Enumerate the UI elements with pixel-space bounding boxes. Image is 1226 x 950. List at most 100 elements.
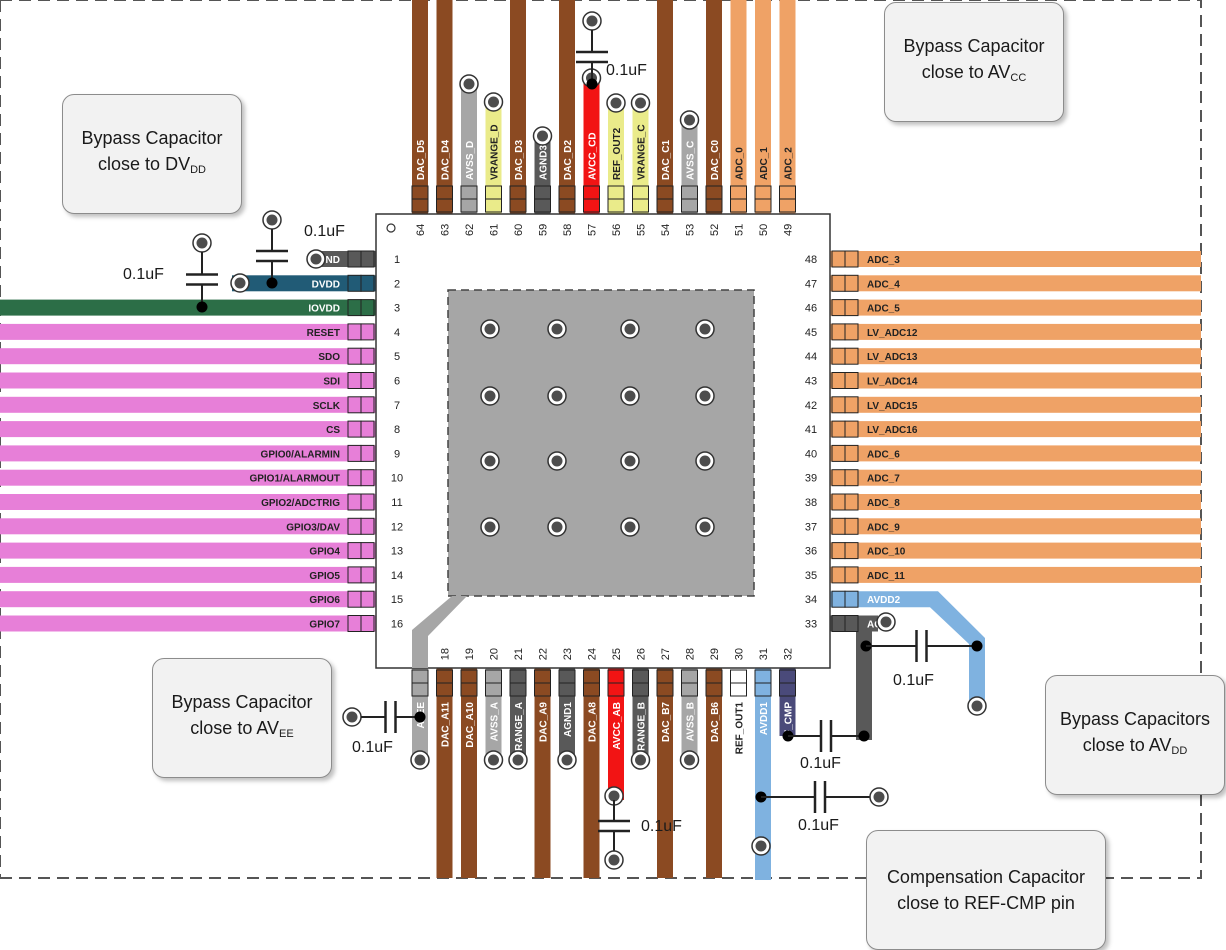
trace-pin-34 — [830, 591, 985, 706]
trace-pin-41 — [830, 421, 1201, 438]
pin-number-3: 3 — [394, 303, 400, 315]
signal-label-pin-22: DAC_A9 — [539, 702, 550, 742]
signal-label-pin-16: GPIO7 — [309, 620, 340, 631]
pad-pin-2-b — [360, 274, 375, 292]
pad-pin-46-b — [844, 299, 859, 317]
pin-number-48: 48 — [805, 254, 817, 266]
pin-number-37: 37 — [805, 521, 817, 533]
trace-pin-32 — [779, 668, 796, 736]
pin-number-6: 6 — [394, 376, 400, 388]
via-hole — [880, 616, 892, 628]
signal-label-pin-53: AVSS_C — [686, 141, 697, 180]
pin-number-28: 28 — [685, 648, 697, 660]
trace-pin-62 — [461, 84, 477, 214]
signal-label-pin-39: ADC_7 — [867, 474, 900, 485]
pin-number-27: 27 — [660, 648, 672, 660]
pin-number-26: 26 — [636, 648, 648, 660]
pin-number-24: 24 — [587, 648, 599, 660]
signal-label-pin-32: REF_CMP — [784, 702, 795, 750]
pad-pin-42-b — [844, 396, 859, 414]
trace-pin-49 — [779, 0, 796, 214]
capacitor-avdd2-value: 0.1uF — [893, 672, 934, 689]
pin-number-42: 42 — [805, 400, 817, 412]
trace-pin-7 — [0, 396, 376, 413]
via-hole — [551, 455, 563, 467]
trace-pin-28 — [681, 668, 698, 760]
trace-pin-22 — [534, 668, 551, 878]
trace-pin-50 — [755, 0, 771, 214]
pad-pin-30 — [730, 669, 747, 684]
via-hole — [484, 455, 496, 467]
junction-dot — [196, 301, 208, 313]
pin-number-14: 14 — [391, 570, 403, 582]
signal-label-pin-6: SDI — [323, 377, 340, 388]
pad-pin-17-b — [411, 682, 429, 697]
pin-number-56: 56 — [611, 224, 623, 236]
pad-pin-31-b — [754, 682, 772, 697]
pin-number-30: 30 — [734, 648, 746, 660]
trace-pin-38 — [830, 494, 1201, 510]
via-hole — [684, 114, 695, 126]
signal-label-pin-21: VRANGE_A — [514, 702, 525, 758]
trace-pin-27 — [657, 668, 673, 878]
via-hole — [699, 390, 711, 402]
pin-number-58: 58 — [562, 224, 574, 236]
pad-pin-55-b — [632, 198, 649, 213]
via-hole — [586, 15, 598, 27]
pad-pin-29-b — [705, 682, 723, 697]
signal-label-pin-34: AVDD2 — [867, 595, 901, 606]
pin-number-32: 32 — [783, 648, 795, 660]
note-refcmp-line2: close to REF-CMP pin — [897, 893, 1075, 913]
capacitor-dvdd — [256, 229, 288, 283]
pad-pin-8-b — [360, 420, 375, 438]
trace-pin-23 — [559, 668, 575, 760]
pin-number-35: 35 — [805, 570, 817, 582]
signal-label-pin-28: AVSS_B — [686, 702, 697, 741]
pad-pin-3-b — [360, 299, 375, 317]
signal-label-pin-40: ADC_6 — [867, 449, 900, 460]
via-hole — [484, 323, 496, 335]
pin-number-57: 57 — [587, 224, 599, 236]
signal-label-pin-23: AGND1 — [563, 702, 574, 737]
signal-label-pin-2: DVDD — [312, 279, 340, 290]
signal-label-pin-4: RESET — [307, 328, 340, 339]
signal-label-pin-38: ADC_8 — [867, 498, 900, 509]
via-hole — [488, 754, 499, 766]
signal-label-pin-55: VRANGE_C — [637, 124, 648, 180]
via-hole — [971, 700, 983, 712]
signal-label-pin-64: DAC_D5 — [416, 140, 427, 180]
signal-label-pin-27: DAC_B7 — [661, 702, 672, 742]
signal-label-pin-43: LV_ADC14 — [867, 377, 918, 388]
via-hole — [624, 323, 636, 335]
junction-dot — [586, 78, 598, 90]
signal-label-pin-12: GPIO3/DAV — [286, 522, 340, 533]
via-hole — [699, 323, 711, 335]
pad-pin-26-b — [632, 682, 649, 697]
capacitor-avcc-ab — [598, 800, 630, 852]
signal-label-pin-54: DAC_C1 — [661, 140, 672, 180]
pin-number-64: 64 — [415, 224, 427, 236]
trace-pin-15 — [0, 591, 376, 608]
signal-label-pin-57: AVCC_CD — [588, 132, 599, 180]
note-bypass-avee: Bypass Capacitor close to AVEE — [152, 658, 332, 778]
pin-number-12: 12 — [391, 521, 403, 533]
pad-pin-47-b — [844, 274, 859, 292]
signal-label-pin-36: ADC_10 — [867, 547, 906, 558]
signal-label-pin-46: ADC_5 — [867, 304, 900, 315]
via-hole — [699, 455, 711, 467]
pin-number-25: 25 — [611, 648, 623, 660]
pad-pin-25-b — [607, 682, 625, 697]
junction-dot — [858, 730, 870, 742]
pin-number-38: 38 — [805, 497, 817, 509]
signal-label-pin-18: DAC_A11 — [441, 702, 452, 747]
pad-pin-20-b — [485, 682, 502, 697]
note-dvdd-line2: close to DVDD — [98, 154, 206, 176]
pad-pin-53-b — [681, 198, 698, 213]
signal-label-pin-31: AVDD1 — [759, 702, 770, 736]
pad-pin-40-b — [844, 444, 859, 462]
pin-number-20: 20 — [489, 648, 501, 660]
via-hole — [484, 390, 496, 402]
pin-number-13: 13 — [391, 546, 403, 558]
note-avee-line2: close to AVEE — [190, 718, 294, 740]
pad-pin-39-b — [844, 469, 859, 487]
